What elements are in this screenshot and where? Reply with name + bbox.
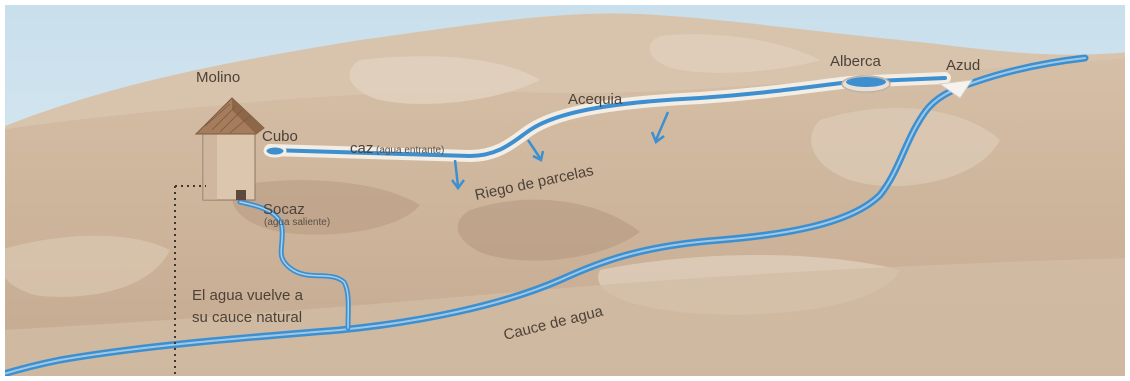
label-alberca: Alberca — [830, 53, 882, 70]
label-azud: Azud — [946, 57, 980, 74]
label-acequia: Acequia — [568, 91, 623, 108]
label-socaz-note: (agua saliente) — [264, 217, 330, 228]
label-molino: Molino — [196, 69, 240, 86]
label-cubo: Cubo — [262, 128, 298, 145]
label-vuelve-1: El agua vuelve a — [192, 287, 304, 304]
alberca-water — [846, 77, 886, 87]
label-caz: caz — [350, 140, 373, 157]
label-socaz: Socaz — [263, 201, 305, 218]
label-caz-note: (agua entrante) — [376, 145, 444, 156]
cubo-tank — [265, 146, 285, 156]
label-vuelve-2: su cauce natural — [192, 309, 302, 326]
